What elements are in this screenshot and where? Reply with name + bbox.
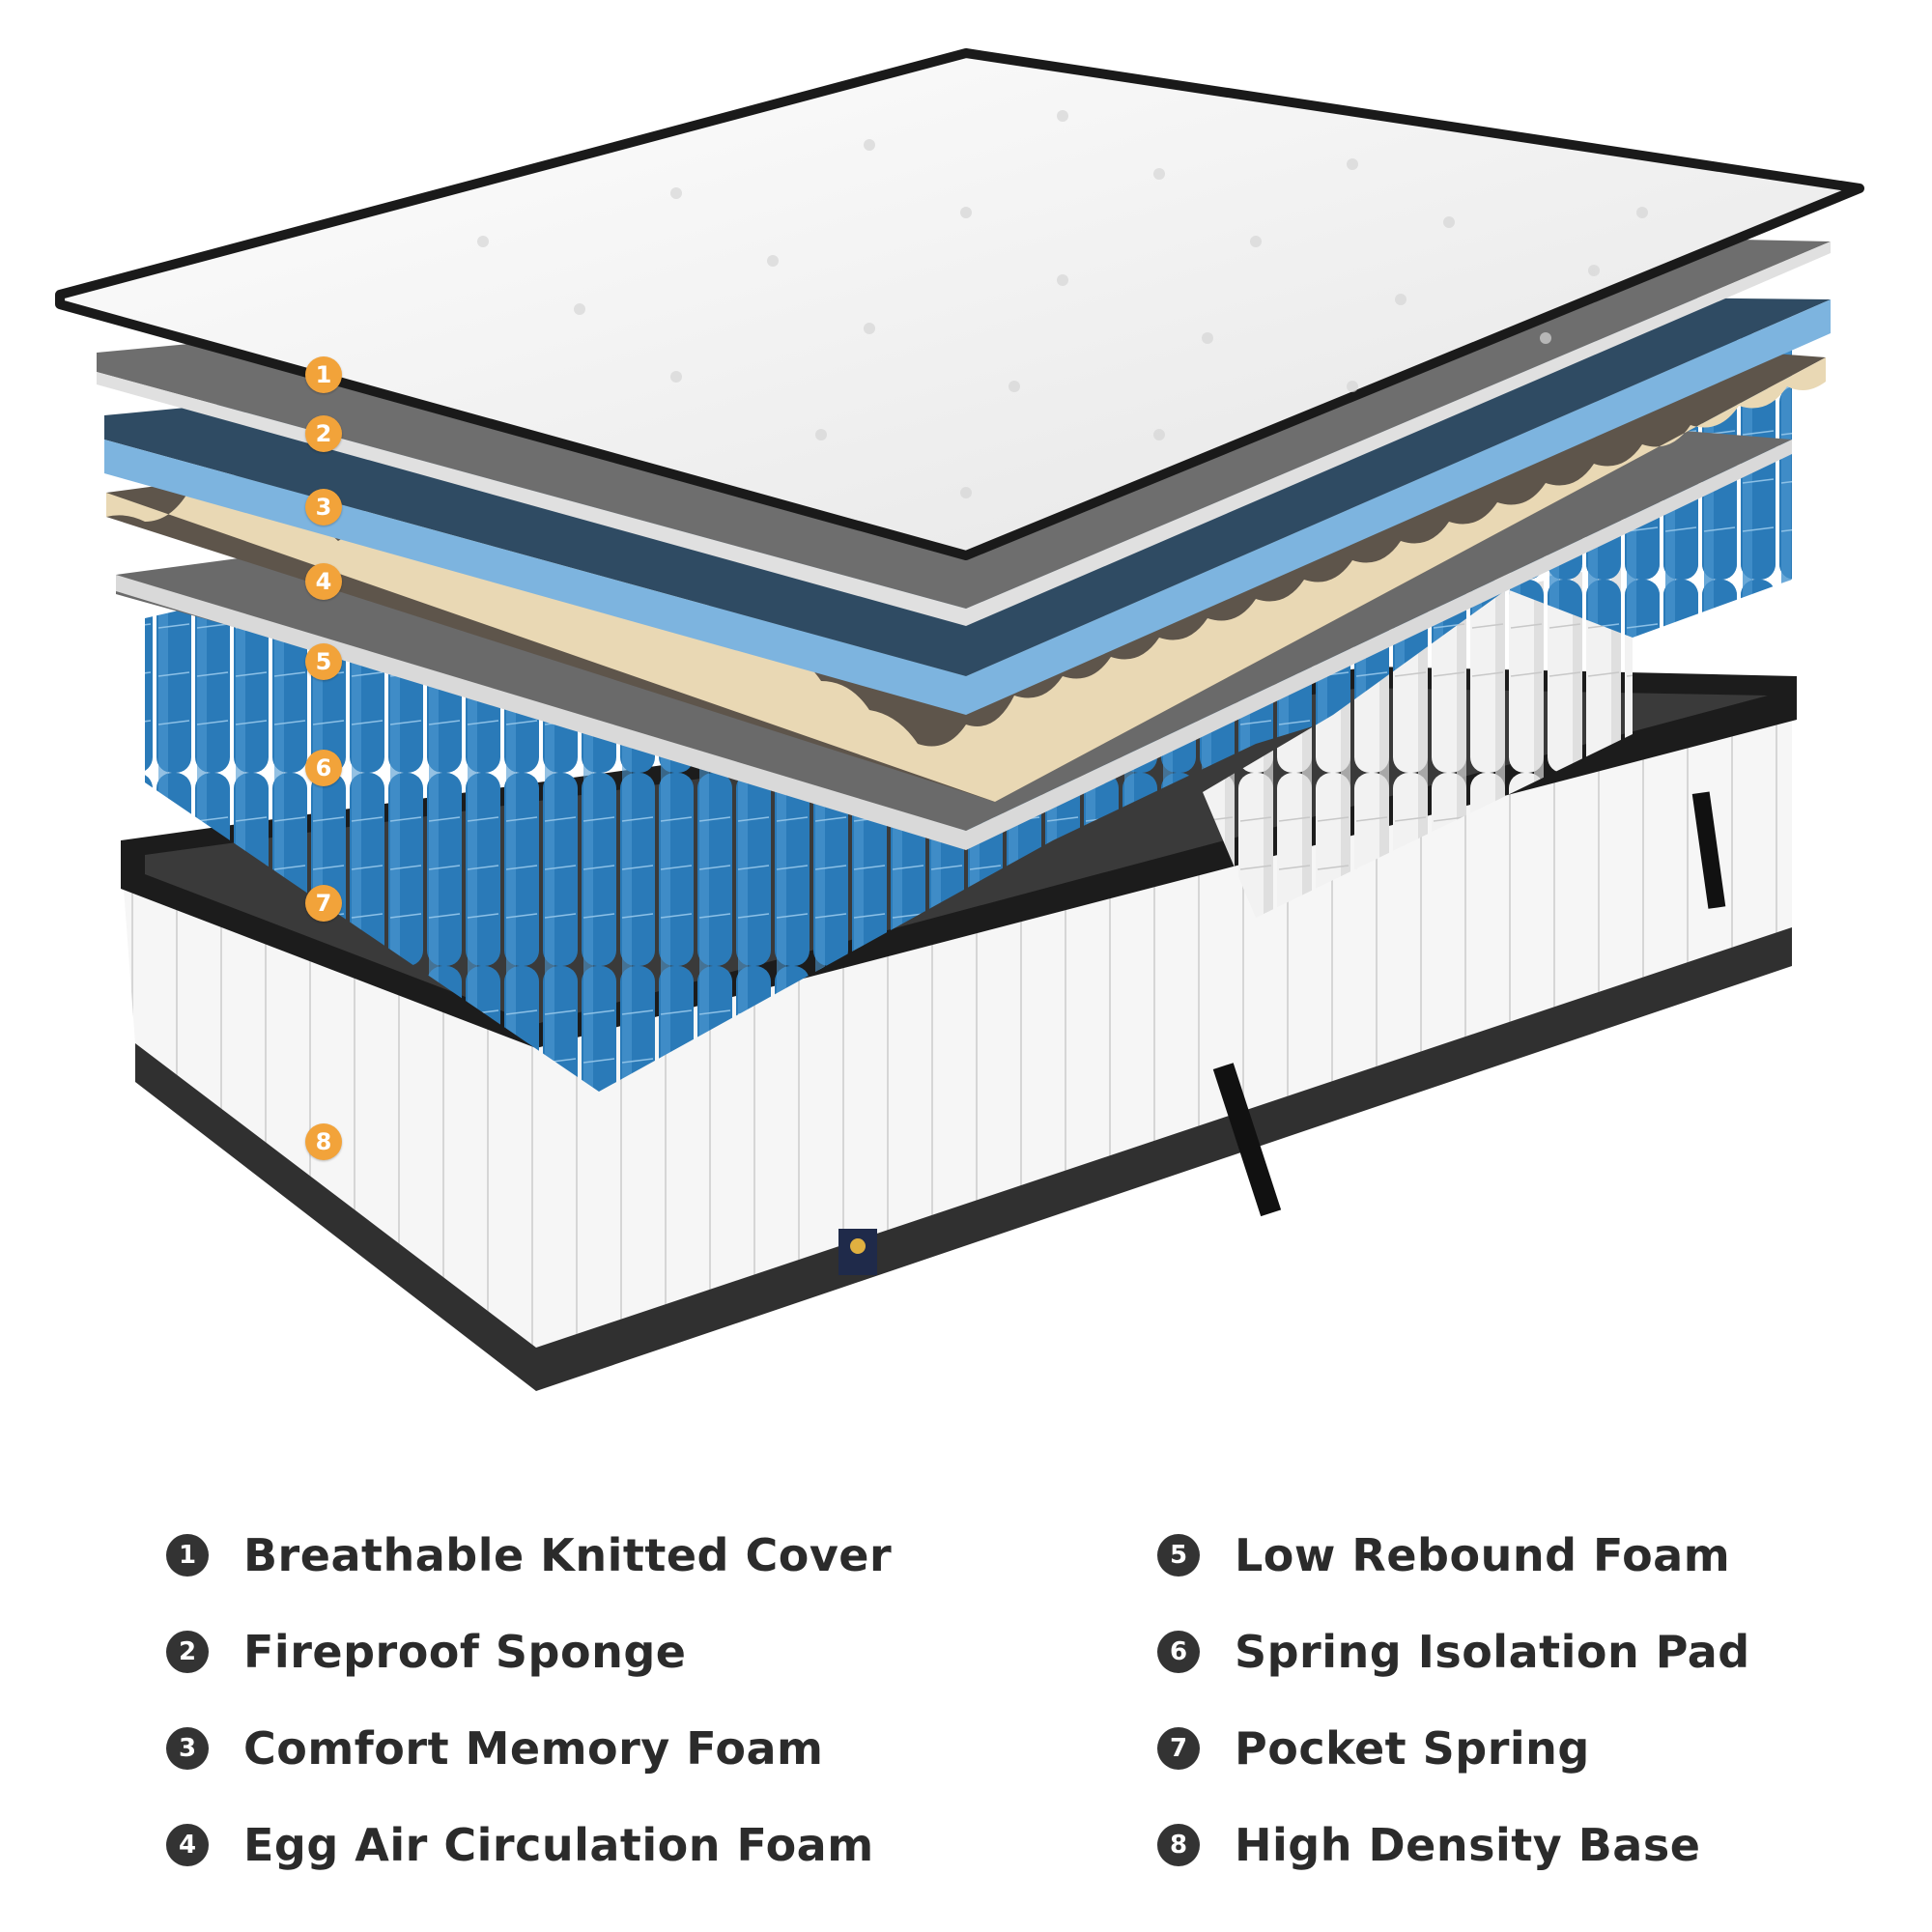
- legend-label: High Density Base: [1235, 1819, 1701, 1871]
- marker-2: 2: [305, 415, 342, 452]
- legend-item: 2 Fireproof Sponge: [166, 1604, 892, 1700]
- marker-7: 7: [305, 885, 342, 922]
- legend-number-badge: 1: [166, 1534, 209, 1577]
- legend-label: Pocket Spring: [1235, 1722, 1590, 1775]
- marker-4: 4: [305, 563, 342, 600]
- legend-number-badge: 5: [1157, 1534, 1200, 1577]
- legend-label: Low Rebound Foam: [1235, 1529, 1731, 1581]
- marker-6: 6: [305, 750, 342, 786]
- legend-column-left: 1 Breathable Knitted Cover 2 Fireproof S…: [166, 1507, 892, 1893]
- legend-number-badge: 4: [166, 1824, 209, 1866]
- mattress-illustration: 1 2 3 4 5 6 7 8: [55, 48, 1864, 1391]
- legend-item: 4 Egg Air Circulation Foam: [166, 1797, 892, 1893]
- marker-5: 5: [305, 643, 342, 680]
- legend-label: Spring Isolation Pad: [1235, 1626, 1750, 1678]
- legend-label: Fireproof Sponge: [243, 1626, 687, 1678]
- marker-1: 1: [305, 356, 342, 393]
- marker-8: 8: [305, 1123, 342, 1160]
- legend-item: 8 High Density Base: [1157, 1797, 1750, 1893]
- legend-number-badge: 2: [166, 1631, 209, 1673]
- legend-number-badge: 7: [1157, 1727, 1200, 1770]
- marker-3: 3: [305, 489, 342, 526]
- legend-number-badge: 6: [1157, 1631, 1200, 1673]
- legend-item: 3 Comfort Memory Foam: [166, 1700, 892, 1797]
- legend-item: 1 Breathable Knitted Cover: [166, 1507, 892, 1604]
- legend-column-right: 5 Low Rebound Foam 6 Spring Isolation Pa…: [1157, 1507, 1750, 1893]
- layer-breathable-knitted-cover: [55, 48, 1864, 560]
- legend-item: 5 Low Rebound Foam: [1157, 1507, 1750, 1604]
- legend-item: 7 Pocket Spring: [1157, 1700, 1750, 1797]
- legend-item: 6 Spring Isolation Pad: [1157, 1604, 1750, 1700]
- legend-label: Comfort Memory Foam: [243, 1722, 824, 1775]
- mattress-layers-svg: [55, 48, 1864, 1391]
- layer-legend: 1 Breathable Knitted Cover 2 Fireproof S…: [0, 1507, 1932, 1913]
- legend-label: Egg Air Circulation Foam: [243, 1819, 874, 1871]
- legend-label: Breathable Knitted Cover: [243, 1529, 893, 1581]
- legend-number-badge: 8: [1157, 1824, 1200, 1866]
- legend-number-badge: 3: [166, 1727, 209, 1770]
